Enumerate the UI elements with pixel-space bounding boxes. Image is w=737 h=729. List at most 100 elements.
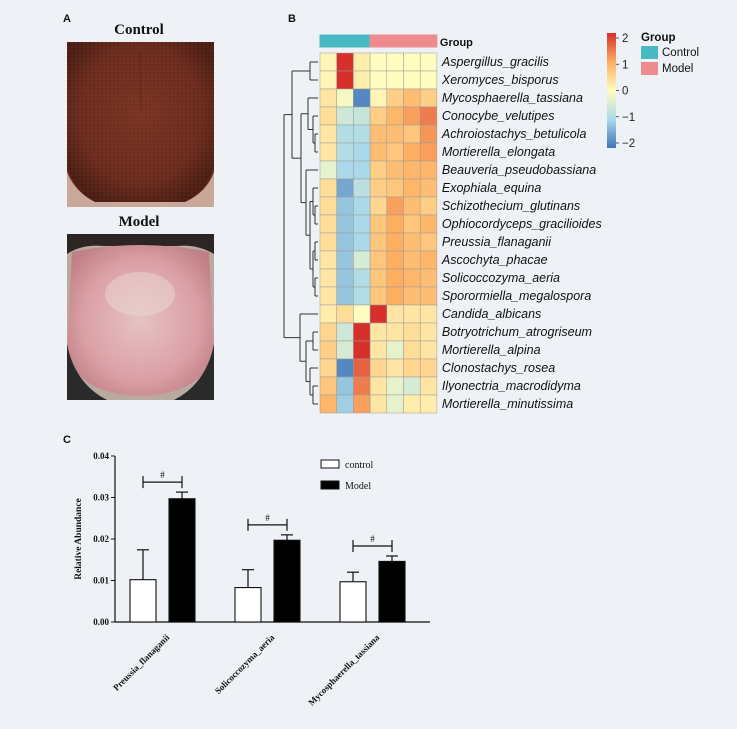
heatmap-cell bbox=[419, 88, 438, 108]
heatmap-cell bbox=[353, 70, 371, 90]
heatmap-row-dendrogram bbox=[283, 61, 318, 405]
heatmap-cell bbox=[353, 88, 371, 108]
heatmap-cell bbox=[419, 106, 438, 126]
heatmap-cell bbox=[353, 52, 371, 72]
panel-label-a: A bbox=[63, 13, 71, 25]
heatmap-cell bbox=[319, 214, 337, 234]
heatmap-cell bbox=[353, 178, 371, 198]
heatmap-row-label: Aspergillus_gracilis bbox=[441, 55, 549, 69]
heatmap-row-label: Xeromyces_bisporus bbox=[441, 73, 559, 87]
heatmap-cell bbox=[319, 70, 337, 90]
heatmap-cell bbox=[369, 340, 388, 360]
heatmap-cell bbox=[386, 358, 404, 378]
heatmap-cell bbox=[403, 286, 421, 306]
heatmap-cell bbox=[386, 214, 404, 234]
heatmap-cell bbox=[419, 268, 438, 288]
heatmap-row-label: Clonostachys_rosea bbox=[442, 361, 555, 375]
heatmap-row-label: Candida_albicans bbox=[442, 307, 541, 321]
heatmap-cell bbox=[419, 196, 438, 216]
heatmap-cell bbox=[419, 124, 438, 144]
heatmap-cell bbox=[403, 358, 421, 378]
heatmap-color-scale: 210−1−2 bbox=[607, 33, 635, 150]
heatmap-cell bbox=[369, 178, 388, 198]
heatmap-cell bbox=[319, 304, 337, 324]
heatmap-cell bbox=[336, 124, 354, 144]
heatmap-cell bbox=[386, 178, 404, 198]
heatmap-cell bbox=[403, 106, 421, 126]
heatmap-cell bbox=[369, 394, 388, 414]
heatmap-row-label: Ophiocordyceps_gracilioides bbox=[442, 217, 602, 231]
heatmap-cell bbox=[336, 196, 354, 216]
heatmap-cell bbox=[386, 142, 404, 162]
legend-swatch-model bbox=[320, 480, 340, 490]
heatmap-cell bbox=[369, 322, 388, 342]
heatmap-cell bbox=[319, 358, 337, 378]
heatmap-cell bbox=[319, 250, 337, 270]
heatmap-cell bbox=[353, 322, 371, 342]
color-scale-tick: −2 bbox=[622, 138, 635, 150]
heatmap-cell bbox=[369, 142, 388, 162]
heatmap-cell bbox=[353, 394, 371, 414]
heatmap-cell bbox=[369, 358, 388, 378]
heatmap-cell bbox=[319, 106, 337, 126]
heatmap-cell bbox=[353, 358, 371, 378]
heatmap-row-label: Solicoccozyma_aeria bbox=[442, 271, 560, 285]
heatmap-cell bbox=[353, 142, 371, 162]
heatmap-cell bbox=[403, 214, 421, 234]
heatmap-cell bbox=[403, 340, 421, 360]
heatmap-row-label: Schizothecium_glutinans bbox=[442, 199, 580, 213]
y-tick-label: 0.00 bbox=[93, 617, 109, 627]
bar-chart-annotations: ### bbox=[142, 470, 393, 553]
heatmap-cell bbox=[336, 106, 354, 126]
heatmap-cell bbox=[319, 232, 337, 252]
group-bar-cell bbox=[319, 34, 338, 48]
panel-label-b: B bbox=[288, 13, 296, 25]
y-tick-label: 0.01 bbox=[93, 576, 109, 586]
heatmap-cell bbox=[386, 196, 404, 216]
significance-mark: # bbox=[160, 470, 165, 480]
heatmap-cell bbox=[319, 88, 337, 108]
heatmap-cell bbox=[386, 106, 404, 126]
heatmap-cell bbox=[386, 304, 404, 324]
heatmap-cell bbox=[403, 178, 421, 198]
heatmap-cell bbox=[403, 394, 421, 414]
heatmap-cell bbox=[319, 160, 337, 180]
heatmap-cell bbox=[353, 160, 371, 180]
heatmap-cell bbox=[369, 160, 388, 180]
heatmap-cell bbox=[336, 142, 354, 162]
heatmap-cell bbox=[369, 88, 388, 108]
heatmap-chart: Aspergillus_gracilisXeromyces_bisporusMy… bbox=[283, 32, 699, 414]
panel-label-c: C bbox=[63, 434, 71, 446]
heatmap-row-labels: Aspergillus_gracilisXeromyces_bisporusMy… bbox=[441, 55, 602, 411]
heatmap-cell bbox=[419, 178, 438, 198]
heatmap-cell bbox=[336, 88, 354, 108]
heatmap-cell bbox=[403, 232, 421, 252]
heatmap-cell bbox=[403, 160, 421, 180]
heatmap-cell bbox=[419, 286, 438, 306]
model-photo-title: Model bbox=[118, 214, 160, 230]
heatmap-cell bbox=[369, 250, 388, 270]
y-axis-label: Relative Abundance bbox=[74, 498, 84, 580]
heatmap-cell bbox=[419, 232, 438, 252]
bar-model bbox=[168, 498, 196, 623]
heatmap-cell bbox=[369, 214, 388, 234]
group-legend-label: Control bbox=[662, 47, 699, 59]
group-bar-cell bbox=[386, 34, 405, 48]
heatmap-cell bbox=[319, 322, 337, 342]
heatmap-cell bbox=[403, 88, 421, 108]
heatmap-cell bbox=[386, 376, 404, 396]
y-tick-label: 0.04 bbox=[93, 451, 109, 461]
color-scale-tick: −1 bbox=[622, 112, 635, 124]
heatmap-cell bbox=[403, 268, 421, 288]
heatmap-cell bbox=[369, 304, 388, 324]
heatmap-cell bbox=[369, 106, 388, 126]
group-legend-label: Model bbox=[662, 63, 693, 75]
heatmap-cell bbox=[319, 124, 337, 144]
group-legend-swatch bbox=[641, 62, 658, 75]
heatmap-cell bbox=[386, 286, 404, 306]
heatmap-cell bbox=[319, 268, 337, 288]
color-scale-tick: 2 bbox=[622, 33, 628, 45]
